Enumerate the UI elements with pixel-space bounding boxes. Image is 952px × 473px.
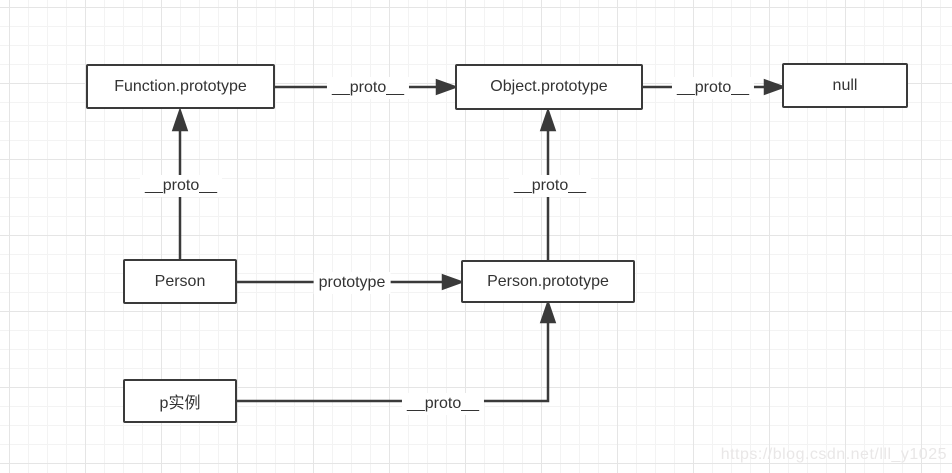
edge-pinstance-to-personproto bbox=[237, 320, 550, 403]
node-null: null bbox=[782, 63, 908, 108]
edge-label-personproto-objectproto: __proto__ bbox=[508, 175, 592, 197]
node-person-prototype: Person.prototype bbox=[461, 260, 635, 303]
edge-label-person-personproto: prototype bbox=[313, 272, 391, 294]
arrowhead-up-icon bbox=[171, 107, 189, 132]
edge-label-pinstance-personproto: __proto__ bbox=[401, 393, 485, 415]
node-function-prototype: Function.prototype bbox=[86, 64, 275, 109]
node-function-prototype-label: Function.prototype bbox=[114, 77, 247, 95]
edge-label-objectproto-null: __proto__ bbox=[671, 77, 755, 99]
edge-label-person-functionproto: __proto__ bbox=[139, 175, 223, 197]
node-null-label: null bbox=[832, 76, 858, 94]
edge-label-functionproto-objectproto: __proto__ bbox=[326, 77, 410, 99]
node-person: Person bbox=[123, 259, 237, 304]
arrowhead-right-icon bbox=[763, 78, 787, 96]
arrowhead-right-icon bbox=[435, 78, 459, 96]
node-p-instance: p实例 bbox=[123, 379, 237, 423]
arrowhead-up-icon bbox=[539, 299, 557, 324]
arrowhead-right-icon bbox=[441, 273, 465, 291]
watermark: https://blog.csdn.net/lll_y1025 bbox=[720, 446, 947, 463]
node-person-label: Person bbox=[154, 272, 206, 290]
node-object-prototype-label: Object.prototype bbox=[490, 78, 608, 95]
node-p-instance-label: p实例 bbox=[159, 395, 201, 412]
arrowhead-up-icon bbox=[539, 107, 557, 132]
node-person-prototype-label: Person.prototype bbox=[487, 272, 609, 290]
node-object-prototype: Object.prototype bbox=[455, 64, 643, 110]
